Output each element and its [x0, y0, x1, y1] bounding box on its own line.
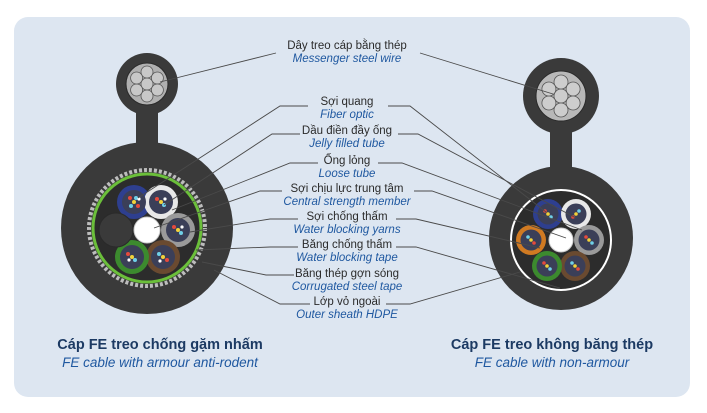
right-cable — [489, 58, 633, 310]
label-en: Water blocking yarns — [293, 224, 401, 236]
label-vn: Sợi chịu lực trung tâm — [290, 183, 404, 195]
label-vn: Băng thép gợn sóng — [294, 268, 400, 280]
label-loose-tube: Ống lỏng Loose tube — [247, 155, 447, 181]
label-outer-sheath-hdpe: Lớp vỏ ngoài Outer sheath HDPE — [247, 296, 447, 322]
left-cable — [61, 53, 233, 314]
label-vn: Sợi quang — [320, 96, 374, 108]
left-cable-caption: Cáp FE treo chống gặm nhấm FE cable with… — [40, 336, 280, 372]
right-loose-tubes — [516, 199, 604, 281]
right-messenger-wire — [523, 58, 599, 174]
left-loose-tubes — [98, 185, 195, 274]
caption-subtitle: FE cable with non-armour — [474, 355, 630, 370]
label-water-blocking-tape: Băng chống thấm Water blocking tape — [247, 239, 447, 265]
label-vn: Băng chống thấm — [301, 239, 393, 251]
caption-title: Cáp FE treo chống gặm nhấm — [57, 337, 263, 353]
label-en: Water blocking tape — [296, 252, 398, 264]
label-en: Jelly filled tube — [309, 138, 385, 150]
label-corrugated-steel-tape: Băng thép gợn sóng Corrugated steel tape — [247, 268, 447, 294]
label-en: Messenger steel wire — [292, 53, 402, 65]
label-fiber-optic: Sợi quang Fiber optic — [247, 96, 447, 122]
label-water-blocking-yarns: Sợi chống thấm Water blocking yarns — [247, 211, 447, 237]
label-vn: Lớp vỏ ngoài — [313, 296, 381, 308]
left-messenger-wire — [116, 53, 178, 150]
label-jelly-filled-tube: Dầu điền đầy ống Jelly filled tube — [247, 125, 447, 151]
left-corrugated-steel-tape — [87, 168, 207, 288]
label-vn: Sợi chống thấm — [306, 211, 388, 223]
label-en: Corrugated steel tape — [291, 281, 403, 293]
caption-title: Cáp FE treo không băng thép — [450, 337, 654, 353]
caption-subtitle: FE cable with armour anti-rodent — [62, 355, 258, 370]
label-en: Outer sheath HDPE — [296, 309, 398, 321]
label-vn: Dầu điền đầy ống — [301, 125, 393, 137]
left-central-strength-member — [133, 216, 161, 244]
right-cable-caption: Cáp FE treo không băng thép FE cable wit… — [432, 336, 672, 372]
right-central-strength-member — [548, 227, 574, 253]
leader-lines — [137, 52, 583, 305]
label-vn: Dây treo cáp bằng thép — [287, 40, 407, 52]
label-en: Loose tube — [318, 168, 376, 180]
label-vn: Ống lỏng — [323, 155, 371, 167]
label-en: Fiber optic — [320, 109, 374, 121]
label-messenger-steel-wire: Dây treo cáp bằng thép Messenger steel w… — [247, 40, 447, 66]
label-central-strength-member: Sợi chịu lực trung tâm Central strength … — [247, 183, 447, 209]
label-en: Central strength member — [283, 196, 411, 208]
